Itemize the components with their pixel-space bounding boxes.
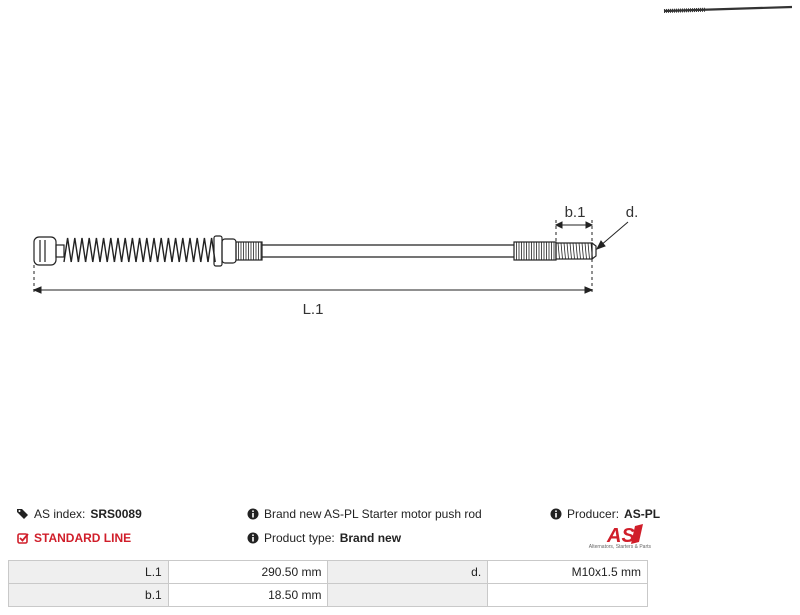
spec-label: b.1: [8, 583, 169, 607]
spec-value: 290.50 mm: [167, 560, 329, 584]
dim-L1-label: L.1: [303, 301, 324, 318]
producer: Producer: AS-PL: [550, 507, 660, 521]
spec-label: [327, 583, 489, 607]
product-type-value: Brand new: [339, 531, 402, 545]
spec-value: [487, 583, 648, 607]
producer-value: AS-PL: [624, 507, 661, 521]
product-info: AS index: SRS0089 STANDARD LINE Brand ne…: [0, 500, 800, 560]
dim-b1-label: b.1: [565, 204, 586, 221]
rod-neck: [55, 244, 65, 258]
description-text: Brand new AS-PL Starter motor push rod: [264, 507, 482, 521]
as-index: AS index: SRS0089: [17, 507, 142, 521]
rod-knurl-right: [513, 241, 557, 261]
technical-drawing: b.1 d. L.1: [32, 204, 639, 318]
tags-icon: [17, 509, 28, 519]
producer-label: Producer:: [567, 507, 620, 521]
info-icon: [247, 508, 259, 520]
rod-knurl-left: [235, 241, 263, 261]
table-row: L.1 290.50 mm d. M10x1.5 mm: [8, 560, 648, 584]
info-icon: [550, 508, 562, 520]
description: Brand new AS-PL Starter motor push rod: [247, 507, 482, 521]
as-index-label: AS index:: [34, 507, 86, 521]
standard-line-label: STANDARD LINE: [34, 531, 132, 545]
spec-value: 18.50 mm: [167, 583, 329, 607]
spec-label: d.: [327, 560, 489, 584]
table-row: b.1 18.50 mm: [8, 583, 648, 607]
logo-tagline: Alternators, Starters & Parts: [588, 544, 651, 550]
as-pl-logo: AS Alternators, Starters & Parts: [585, 522, 651, 552]
info-icon: [247, 532, 259, 544]
spec-label: L.1: [8, 560, 169, 584]
as-index-value: SRS0089: [90, 507, 142, 521]
spec-table: L.1 290.50 mm d. M10x1.5 mm b.1 18.50 mm: [8, 560, 648, 607]
as-logo-mark: AS: [606, 524, 643, 547]
dim-d-label: d.: [626, 204, 639, 221]
check-square-icon: [17, 533, 29, 544]
spec-value: M10x1.5 mm: [487, 560, 648, 584]
standard-line: STANDARD LINE: [17, 531, 131, 545]
part-thumbnail: [663, 5, 793, 13]
svg-text:AS: AS: [606, 525, 635, 546]
product-type: Product type: Brand new: [247, 531, 401, 545]
rod-spring: [63, 237, 216, 263]
product-type-label: Product type:: [264, 531, 335, 545]
